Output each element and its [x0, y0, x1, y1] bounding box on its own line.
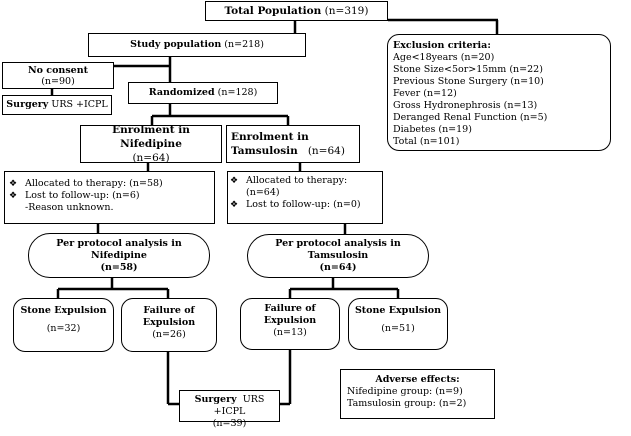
stone-expulsion-nifedipine-box: Stone Expulsion (n=32)	[13, 298, 114, 352]
stone-expulsion-nifedipine-label: Stone Expulsion	[20, 305, 107, 316]
stone-expulsion-tamsulosin-box: Stone Expulsion (n=51)	[348, 298, 448, 350]
failure-nifedipine-line2: Expulsion	[142, 317, 196, 328]
enrolment-tamsulosin-drug: Tamsulosin	[231, 145, 298, 157]
surgery-bottom-box: Surgery URS +ICPL (n=39)	[179, 390, 280, 429]
failure-nifedipine-line1: Failure of	[143, 305, 195, 316]
no-consent-box: No consent (n=90)	[2, 62, 114, 89]
failure-nifedipine-count: (n=26)	[152, 329, 186, 340]
failure-tamsulosin-line2: Expulsion	[263, 315, 317, 326]
enrolment-tamsulosin-title: Enrolment in	[231, 131, 309, 143]
per-protocol-nifedipine-count: (n=58)	[100, 261, 138, 273]
study-population-count: (n=218)	[224, 39, 264, 50]
allocation-tamsulosin-allocated: Allocated to therapy: (n=64)	[228, 175, 382, 199]
per-protocol-tamsulosin-line2: Tamsulosin	[307, 250, 369, 261]
stone-expulsion-tamsulosin-label: Stone Expulsion	[354, 305, 442, 316]
total-population-count: (n=319)	[324, 5, 369, 17]
surgery-bottom-count: (n=39)	[212, 418, 247, 429]
study-population-box: Study population (n=218)	[88, 33, 306, 57]
stone-expulsion-nifedipine-count: (n=32)	[46, 323, 81, 334]
allocation-tamsulosin-lost: Lost to follow-up: (n=0)	[228, 199, 382, 211]
enrolment-nifedipine-count: (n=64)	[132, 152, 170, 164]
surgery-left-detail: URS +ICPL	[51, 99, 108, 110]
failure-expulsion-nifedipine-box: Failure of Expulsion (n=26)	[121, 298, 217, 352]
failure-expulsion-tamsulosin-box: Failure of Expulsion (n=13)	[240, 298, 340, 350]
per-protocol-tamsulosin-box: Per protocol analysis in Tamsulosin (n=6…	[247, 234, 429, 278]
exclusion-item: Age<18years (n=20)	[393, 52, 495, 63]
surgery-bottom-detail: URS +ICPL	[213, 394, 265, 417]
no-consent-label: No consent	[27, 64, 89, 76]
exclusion-title: Exclusion criteria:	[393, 40, 491, 51]
allocation-nifedipine-reason: -Reason unknown.	[25, 202, 114, 213]
allocation-nifedipine-allocated: Allocated to therapy: (n=58)	[7, 178, 214, 190]
adverse-effects-box: Adverse effects: Nifedipine group: (n=9)…	[340, 369, 495, 419]
exclusion-item: Previous Stone Surgery (n=10)	[393, 76, 544, 87]
per-protocol-nifedipine-line1: Per protocol analysis in	[56, 237, 182, 249]
stone-expulsion-tamsulosin-count: (n=51)	[381, 323, 415, 334]
adverse-effects-nifedipine: Nifedipine group: (n=9)	[347, 386, 463, 397]
allocation-nifedipine-lost: Lost to follow-up: (n=6)	[7, 190, 214, 202]
per-protocol-nifedipine-line2: Nifedipine	[91, 249, 147, 261]
surgery-bottom-label: Surgery	[194, 394, 237, 405]
total-population-label: Total Population	[224, 5, 322, 17]
total-population-box: Total Population (n=319)	[205, 1, 388, 21]
per-protocol-nifedipine-box: Per protocol analysis in Nifedipine (n=5…	[28, 233, 210, 278]
allocation-nifedipine-box: Allocated to therapy: (n=58) Lost to fol…	[4, 171, 215, 224]
exclusion-item: Gross Hydronephrosis (n=13)	[393, 100, 538, 111]
exclusion-criteria-box: Exclusion criteria: Age<18years (n=20) S…	[387, 34, 611, 151]
enrolment-nifedipine-box: Enrolment in Nifedipine (n=64)	[80, 124, 222, 164]
enrolment-tamsulosin-count: (n=64)	[307, 145, 345, 157]
allocation-tamsulosin-box: Allocated to therapy: (n=64) Lost to fol…	[227, 171, 383, 224]
failure-tamsulosin-count: (n=13)	[273, 327, 307, 338]
exclusion-item: Deranged Renal Function (n=5)	[393, 112, 548, 123]
surgery-left-box: Surgery URS +ICPL	[2, 95, 112, 115]
enrolment-tamsulosin-box: Enrolment in Tamsulosin (n=64)	[226, 125, 360, 163]
enrolment-nifedipine-title: Enrolment in Nifedipine	[112, 124, 190, 150]
exclusion-item: Stone Size<5or>15mm (n=22)	[393, 64, 543, 75]
exclusion-item: Diabetes (n=19)	[393, 124, 472, 135]
study-population-label: Study population	[130, 39, 222, 50]
failure-tamsulosin-line1: Failure of	[264, 303, 316, 314]
per-protocol-tamsulosin-count: (n=64)	[319, 262, 357, 273]
randomized-label: Randomized	[148, 87, 215, 98]
surgery-left-label: Surgery	[6, 99, 49, 110]
adverse-effects-title: Adverse effects:	[375, 374, 460, 385]
per-protocol-tamsulosin-line1: Per protocol analysis in	[275, 238, 401, 249]
randomized-count: (n=128)	[217, 87, 258, 98]
randomized-box: Randomized (n=128)	[128, 82, 278, 104]
adverse-effects-tamsulosin: Tamsulosin group: (n=2)	[347, 398, 467, 409]
exclusion-item: Fever (n=12)	[393, 88, 457, 99]
no-consent-count: (n=90)	[41, 75, 75, 87]
exclusion-item: Total (n=101)	[393, 136, 460, 147]
